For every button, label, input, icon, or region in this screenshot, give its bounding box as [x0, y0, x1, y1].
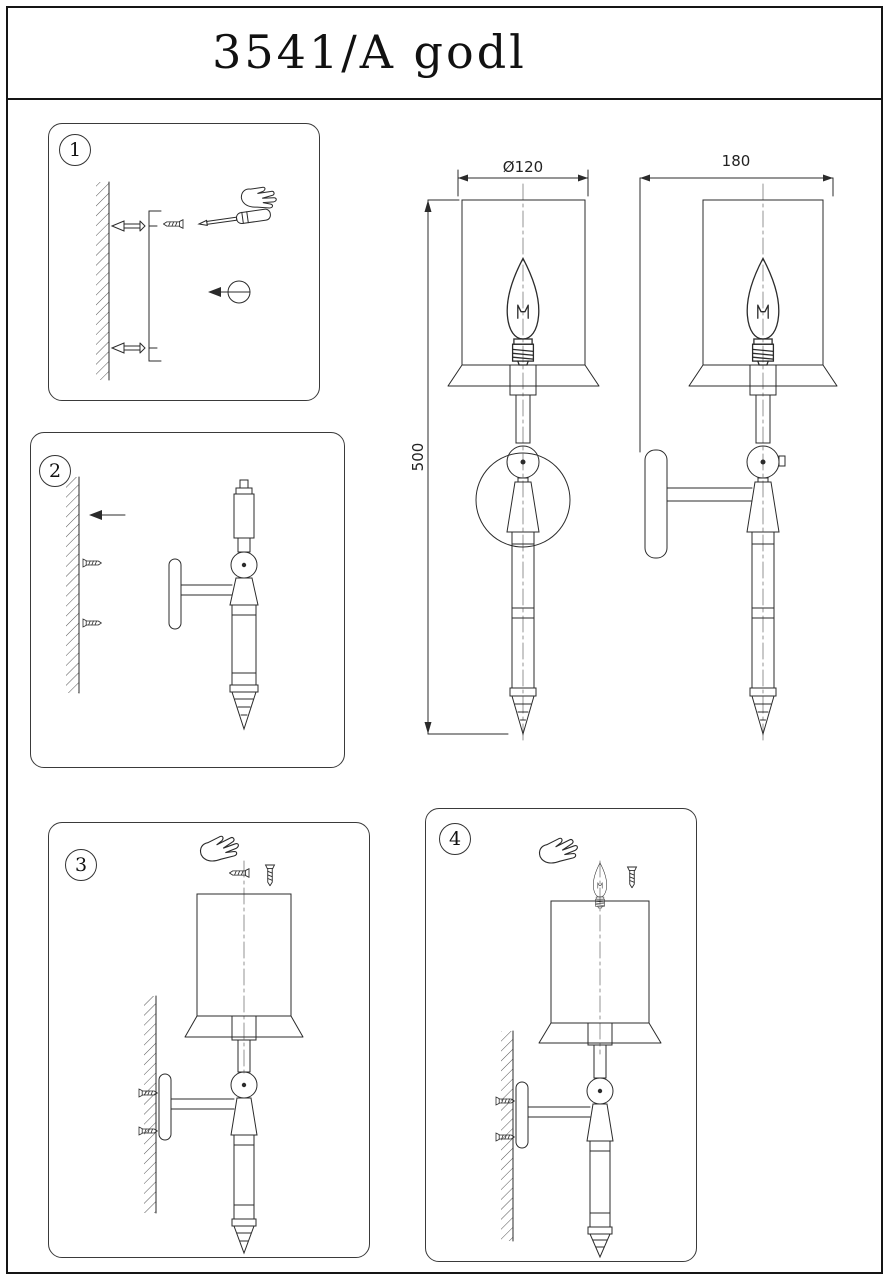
- page-title: 3541/A godl: [212, 25, 527, 79]
- wall-plate-and-arm: [168, 558, 233, 630]
- mounting-bracket: [148, 210, 162, 362]
- direction-arrow-icon: [89, 510, 126, 520]
- screw-icon: [265, 864, 275, 887]
- screw-icon: [82, 558, 102, 568]
- step-number-3: 3: [65, 849, 97, 881]
- lamp-side-view: [639, 174, 838, 743]
- wall-hatch: [144, 996, 156, 1213]
- wall-anchor-icon: [111, 220, 146, 232]
- hand-icon: [199, 835, 239, 862]
- wall-hatch: [66, 477, 79, 693]
- lamp-body-drawing: [229, 479, 259, 731]
- wall-hatch: [96, 182, 109, 380]
- lamp-body-drawing: [586, 1022, 614, 1259]
- lamp-front-view: [424, 169, 600, 743]
- step-1-illustration: [96, 181, 280, 381]
- title-block: 3541/A godl: [6, 6, 883, 100]
- wall-plate-and-arm: [515, 1081, 591, 1149]
- step-number-1: 1: [59, 134, 91, 166]
- screw-icon: [82, 618, 102, 628]
- height-dimension: [424, 199, 509, 735]
- dimension-depth-label: 180: [721, 152, 751, 170]
- wall-plate-and-arm: [644, 449, 753, 559]
- dimension-height-label: 500: [409, 442, 427, 472]
- step-2-panel: 2: [30, 432, 345, 768]
- screw-icon: [627, 866, 637, 889]
- screw-icon: [163, 219, 184, 229]
- wall-hatch: [501, 1031, 513, 1241]
- step-3-illustration: [138, 835, 304, 1255]
- step-number-2: 2: [39, 455, 71, 487]
- depth-dimension: [639, 174, 834, 453]
- wall-plate-and-arm: [158, 1073, 235, 1141]
- lamp-body-drawing: [475, 364, 571, 736]
- wall-anchor-icon: [111, 342, 146, 354]
- diameter-dimension: [457, 169, 589, 197]
- screwdriver-icon: [197, 208, 271, 226]
- insert-arrow-icon: [208, 280, 251, 304]
- screw-icon: [229, 868, 250, 878]
- step-4-illustration: [495, 837, 662, 1259]
- step-1-panel: 1: [48, 123, 320, 401]
- wall-backplate: [475, 452, 571, 548]
- lamp-body-drawing: [230, 1015, 258, 1255]
- dimension-diameter-label: Ø120: [502, 158, 544, 176]
- step-3-panel: 3: [48, 822, 370, 1258]
- step-number-4: 4: [439, 823, 471, 855]
- lamp-body-drawing: [746, 364, 786, 736]
- step-4-panel: 4: [425, 808, 697, 1262]
- hand-icon: [238, 181, 280, 215]
- step-2-illustration: [66, 476, 259, 731]
- hand-icon: [538, 837, 578, 864]
